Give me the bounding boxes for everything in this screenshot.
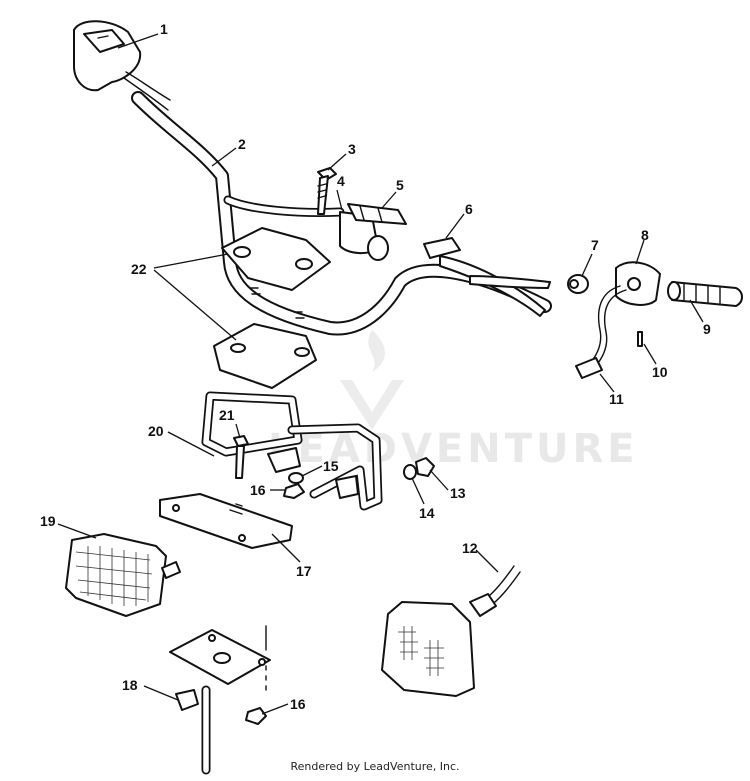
callout-22: 22 — [131, 261, 147, 277]
leader-lines — [57, 33, 704, 715]
callout-5: 5 — [396, 177, 404, 193]
hand-grip[interactable] — [667, 281, 743, 307]
handlebar-clamp[interactable] — [339, 211, 389, 261]
upper-handlebar-clamp[interactable] — [221, 227, 331, 291]
callout-15: 15 — [323, 458, 339, 474]
nut-bottom[interactable] — [245, 707, 267, 725]
callout-8: 8 — [641, 227, 649, 243]
left-switch-housing[interactable] — [73, 20, 171, 111]
watermark-text: LEADVENTURE — [268, 426, 639, 472]
brake-lever[interactable] — [423, 237, 551, 317]
callout-18: 18 — [122, 677, 138, 693]
throttle-spacer[interactable] — [567, 274, 589, 294]
callout-19: 19 — [40, 513, 56, 529]
nut-left[interactable] — [283, 483, 305, 499]
callout-21: 21 — [219, 407, 235, 423]
lower-handlebar-clamp[interactable] — [213, 323, 317, 389]
callout-16-bottom: 16 — [290, 696, 306, 712]
headlight-mounting-plate[interactable] — [159, 493, 293, 549]
headlight-left[interactable] — [65, 533, 181, 617]
callout-1: 1 — [160, 21, 168, 37]
callout-2: 2 — [238, 136, 246, 152]
switch-screw[interactable] — [637, 331, 643, 347]
callout-6: 6 — [465, 201, 473, 217]
callout-13: 13 — [450, 485, 466, 501]
callout-17: 17 — [296, 563, 312, 579]
switch-wire-harness[interactable] — [575, 285, 627, 379]
bolt[interactable] — [317, 167, 337, 215]
callout-10: 10 — [652, 364, 668, 380]
right-switch-housing[interactable] — [615, 261, 661, 306]
footer-credit: Rendered by LeadVenture, Inc. — [290, 760, 460, 773]
mounting-bolt[interactable] — [233, 435, 249, 479]
callout-7: 7 — [591, 237, 599, 253]
clamp-pad[interactable] — [347, 203, 407, 225]
wire-clip[interactable] — [175, 689, 199, 711]
watermark: LEADVENTURE — [268, 330, 639, 472]
headlight-bracket-frame[interactable] — [201, 391, 383, 511]
headlight-right[interactable] — [381, 601, 475, 697]
callout-12: 12 — [462, 540, 478, 556]
handlebar[interactable] — [131, 91, 552, 336]
callout-9: 9 — [703, 321, 711, 337]
callout-3: 3 — [348, 141, 356, 157]
mounting-bracket-plate[interactable] — [169, 625, 271, 775]
headlight-wire-plug[interactable] — [469, 565, 521, 617]
callout-16-top: 16 — [250, 482, 266, 498]
callout-20: 20 — [148, 423, 164, 439]
callout-14: 14 — [419, 505, 435, 521]
callout-11: 11 — [609, 391, 624, 407]
callout-4: 4 — [337, 173, 345, 189]
washer-left[interactable] — [288, 472, 304, 484]
washer-right[interactable] — [403, 464, 417, 480]
callout-labels: 1 2 3 4 5 6 7 8 9 10 11 12 13 14 15 16 1… — [40, 21, 711, 712]
